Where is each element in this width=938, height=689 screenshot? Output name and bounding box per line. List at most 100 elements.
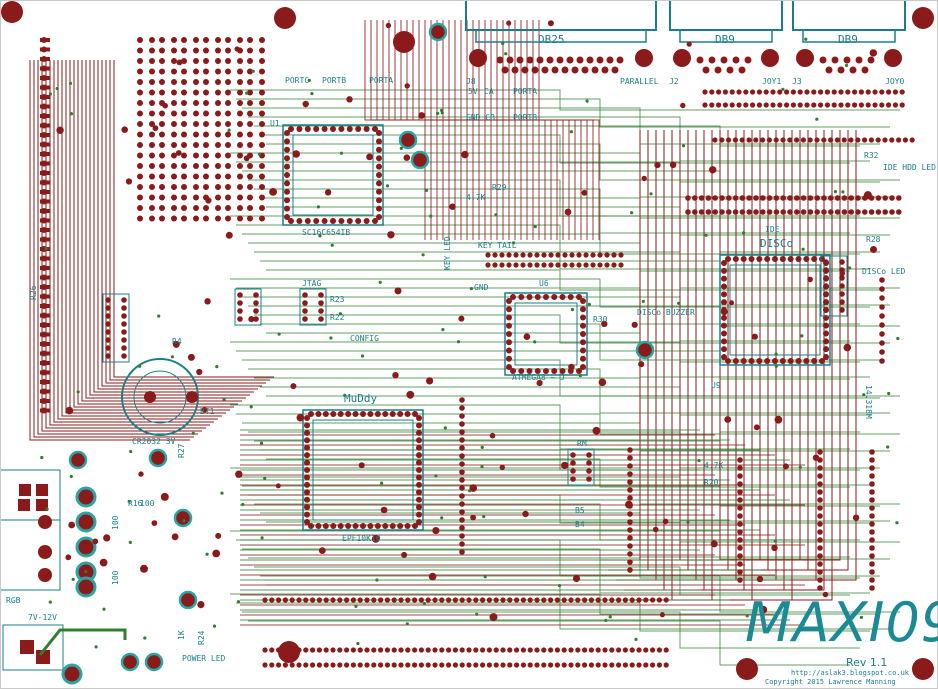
pad bbox=[215, 37, 221, 43]
pad bbox=[534, 368, 541, 374]
pad bbox=[721, 283, 727, 290]
pad bbox=[702, 89, 708, 95]
pad bbox=[418, 662, 424, 668]
pad bbox=[737, 481, 743, 487]
pad bbox=[580, 306, 586, 313]
pad bbox=[247, 121, 253, 127]
pad bbox=[20, 640, 34, 654]
pad bbox=[247, 194, 253, 201]
smd-pad bbox=[40, 47, 50, 52]
via-small bbox=[330, 243, 334, 247]
pad bbox=[253, 292, 259, 298]
pad bbox=[171, 205, 177, 211]
via-small bbox=[773, 539, 777, 543]
pad bbox=[330, 597, 336, 603]
r100-label-b: 100 bbox=[111, 515, 120, 530]
muddy-label: MuDdy bbox=[344, 392, 378, 405]
pad bbox=[416, 415, 422, 421]
pad bbox=[869, 481, 875, 487]
pad bbox=[416, 496, 422, 503]
pad bbox=[492, 252, 498, 258]
pad bbox=[302, 292, 308, 298]
pad bbox=[159, 152, 165, 159]
pad bbox=[737, 569, 743, 575]
pad bbox=[203, 121, 209, 127]
via-small bbox=[251, 69, 255, 73]
pad bbox=[555, 262, 561, 268]
pad bbox=[601, 66, 609, 74]
pad bbox=[193, 173, 199, 180]
via-small bbox=[801, 247, 805, 251]
pad bbox=[391, 647, 397, 653]
pad bbox=[732, 358, 739, 364]
via-small bbox=[895, 521, 899, 525]
pad bbox=[105, 297, 111, 303]
pad bbox=[650, 662, 656, 668]
portb-label: PORTB bbox=[322, 76, 347, 85]
pad bbox=[364, 662, 370, 668]
via bbox=[366, 153, 373, 161]
pad bbox=[459, 429, 465, 435]
pad bbox=[459, 485, 465, 491]
pad bbox=[137, 79, 143, 85]
top-trace bbox=[105, 60, 266, 384]
pad bbox=[137, 184, 143, 190]
pad bbox=[795, 256, 802, 262]
pad bbox=[780, 137, 786, 143]
pad bbox=[171, 163, 177, 169]
pad bbox=[425, 662, 431, 668]
via-small bbox=[143, 636, 147, 640]
pad bbox=[149, 142, 155, 148]
rgb-pad bbox=[75, 511, 97, 533]
pad bbox=[253, 316, 259, 322]
disco-led-dip bbox=[820, 255, 848, 317]
pad bbox=[121, 353, 127, 359]
pad bbox=[181, 184, 187, 190]
pad bbox=[203, 37, 209, 43]
pad bbox=[352, 411, 359, 417]
pad bbox=[439, 597, 445, 603]
pad bbox=[821, 137, 827, 143]
pad bbox=[480, 647, 486, 653]
pad bbox=[604, 252, 610, 258]
via-small bbox=[480, 445, 484, 449]
pad bbox=[372, 126, 378, 132]
smd-pad bbox=[40, 114, 50, 118]
pad bbox=[193, 79, 199, 85]
pad bbox=[389, 411, 396, 417]
pad bbox=[181, 121, 187, 127]
pad bbox=[889, 137, 895, 143]
top-trace bbox=[37, 60, 198, 435]
pad bbox=[817, 553, 823, 559]
u25-dip bbox=[102, 293, 130, 363]
via-small bbox=[128, 540, 132, 545]
pad bbox=[554, 647, 561, 653]
pad bbox=[391, 662, 397, 668]
pad bbox=[817, 569, 823, 575]
via bbox=[547, 20, 554, 27]
via bbox=[292, 150, 301, 158]
pad bbox=[282, 662, 288, 668]
pad bbox=[459, 501, 465, 507]
porta-header-label: PORTA bbox=[513, 87, 538, 96]
bottom-trace bbox=[248, 494, 870, 524]
pad bbox=[193, 131, 199, 138]
pad bbox=[743, 102, 749, 108]
pad bbox=[580, 355, 586, 362]
pad bbox=[622, 597, 629, 603]
via-small bbox=[483, 575, 487, 579]
pad bbox=[541, 647, 547, 653]
pad bbox=[149, 194, 155, 201]
via-small bbox=[704, 233, 708, 237]
atmega-socket-outline bbox=[504, 292, 588, 376]
r100-label-a: 100 bbox=[140, 499, 155, 508]
pad bbox=[171, 121, 177, 127]
pad bbox=[181, 131, 187, 138]
pad bbox=[527, 662, 533, 668]
pad bbox=[714, 66, 722, 74]
pad bbox=[817, 521, 823, 527]
r22-label: R22 bbox=[330, 313, 345, 322]
pad bbox=[861, 66, 869, 74]
pad bbox=[330, 218, 336, 224]
via-small bbox=[380, 481, 384, 485]
